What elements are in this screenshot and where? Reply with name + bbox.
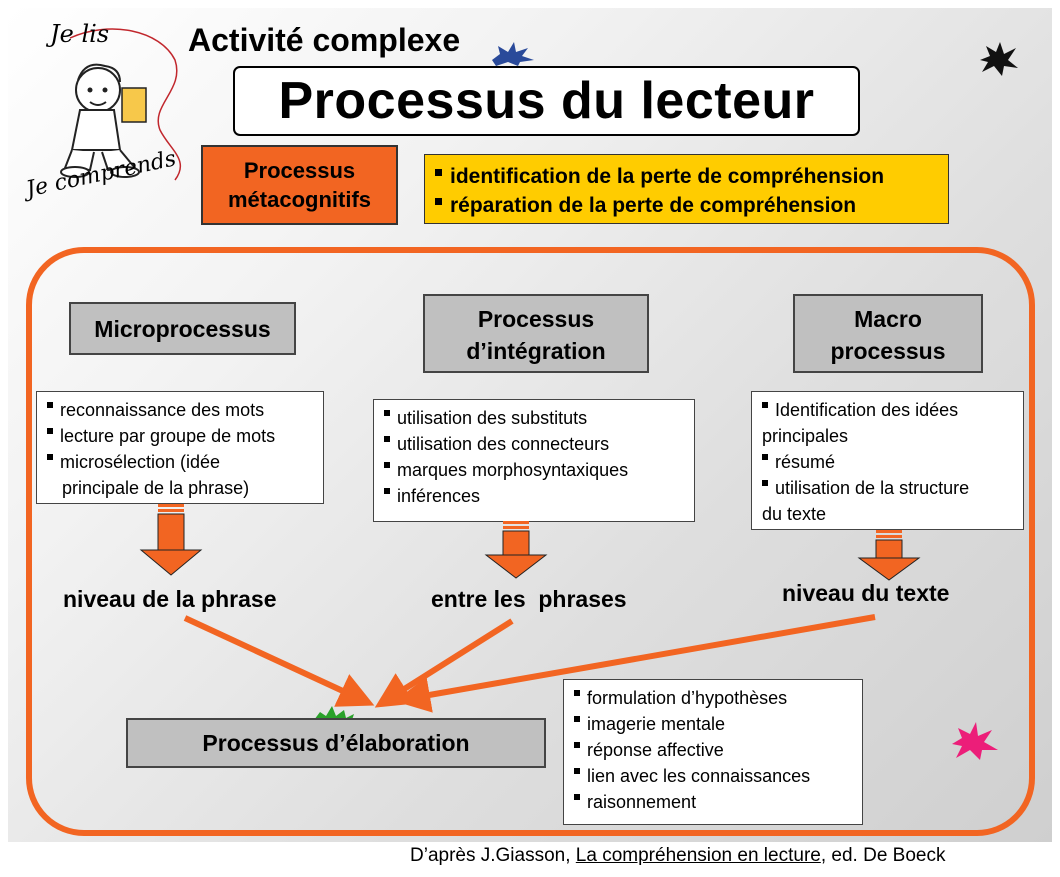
list-item: inférences — [384, 483, 694, 509]
bullet-icon — [574, 768, 580, 774]
macroprocessus-head: Macro processus — [793, 294, 983, 373]
green-splash-icon — [314, 706, 354, 720]
list-item-continuation: principale de la phrase) — [62, 478, 250, 498]
logo-text-je-lis: Je lis — [50, 20, 110, 48]
arrow-phrase-to-elaboration — [183, 615, 375, 707]
integration-head-line1: Processus — [477, 306, 595, 332]
macro-head-line1: Macro — [854, 306, 922, 332]
bullet-icon — [762, 402, 768, 408]
activity-label: Activité complexe — [188, 22, 461, 58]
integration-list: utilisation des substituts utilisation d… — [373, 399, 695, 522]
list-item: résumé — [762, 449, 1023, 475]
list-item: lien avec les connaissances — [574, 763, 862, 789]
list-item: imagerie mentale — [574, 711, 862, 737]
integration-head-line2: d’intégration — [466, 338, 606, 364]
arrow-text-to-elaboration — [394, 614, 876, 713]
bullet-icon — [762, 480, 768, 486]
list-item: reconnaissance des mots — [47, 397, 323, 423]
list-item: Identification des idées — [762, 397, 1023, 423]
child-reading-icon — [60, 28, 182, 181]
list-item: utilisation de la structure — [762, 475, 1023, 501]
list-item: utilisation des substituts — [384, 405, 694, 431]
metacognitive-list: identification de la perte de compréhens… — [424, 154, 949, 224]
metacognitive-label-line1: Processus — [243, 158, 356, 183]
level-between-sentences-label: entre les phrases — [431, 586, 627, 612]
bullet-icon — [384, 410, 390, 416]
book-title: La compréhension en lecture — [575, 845, 821, 866]
bullet-icon — [574, 690, 580, 696]
bullet-icon — [435, 169, 442, 176]
bullet-icon — [384, 436, 390, 442]
black-splash-icon — [980, 42, 1018, 76]
bullet-icon — [47, 402, 53, 408]
bullet-icon — [574, 716, 580, 722]
level-text-label: niveau du texte — [782, 580, 950, 606]
down-arrow-icon — [139, 504, 203, 576]
bullet-icon — [574, 742, 580, 748]
list-item: réponse affective — [574, 737, 862, 763]
source-credit: D’après J.Giasson, La compréhension en l… — [410, 845, 946, 866]
pink-splash-icon — [952, 722, 998, 760]
bullet-icon — [574, 794, 580, 800]
logo-illustration: Je lis Je comprends — [10, 10, 195, 235]
list-item: marques morphosyntaxiques — [384, 457, 694, 483]
processes-frame — [26, 247, 1035, 836]
list-item: utilisation des connecteurs — [384, 431, 694, 457]
metacognitive-label-box: Processus métacognitifs — [201, 145, 398, 225]
microprocessus-head: Microprocessus — [69, 302, 296, 355]
bullet-icon — [435, 198, 442, 205]
bullet-icon — [384, 462, 390, 468]
blue-splash-icon — [492, 42, 534, 66]
bullet-icon — [762, 454, 768, 460]
macroprocessus-list: Identification des idées principales rés… — [751, 391, 1024, 530]
bullet-icon — [47, 454, 53, 460]
main-title: Processus du lecteur — [233, 66, 860, 136]
list-item: formulation d’hypothèses — [574, 685, 862, 711]
microprocessus-list: reconnaissance des mots lecture par grou… — [36, 391, 324, 504]
list-item: raisonnement — [574, 789, 862, 815]
bullet-icon — [384, 488, 390, 494]
down-arrow-icon — [484, 521, 548, 579]
macro-head-line2: processus — [830, 338, 946, 364]
metacognitive-label-line2: métacognitifs — [227, 187, 372, 212]
elaboration-head: Processus d’élaboration — [126, 718, 546, 768]
level-phrase-label: niveau de la phrase — [63, 586, 277, 612]
bullet-icon — [47, 428, 53, 434]
list-item-continuation: principales — [762, 426, 849, 446]
list-item: microsélection (idée — [47, 449, 323, 475]
elaboration-list: formulation d’hypothèses imagerie mental… — [563, 679, 863, 825]
down-arrow-icon — [857, 530, 921, 581]
list-item: identification de la perte de compréhens… — [435, 162, 948, 191]
list-item: réparation de la perte de compréhension — [435, 191, 948, 220]
list-item-continuation: du texte — [762, 504, 827, 524]
list-item: lecture par groupe de mots — [47, 423, 323, 449]
integration-head: Processus d’intégration — [423, 294, 649, 373]
